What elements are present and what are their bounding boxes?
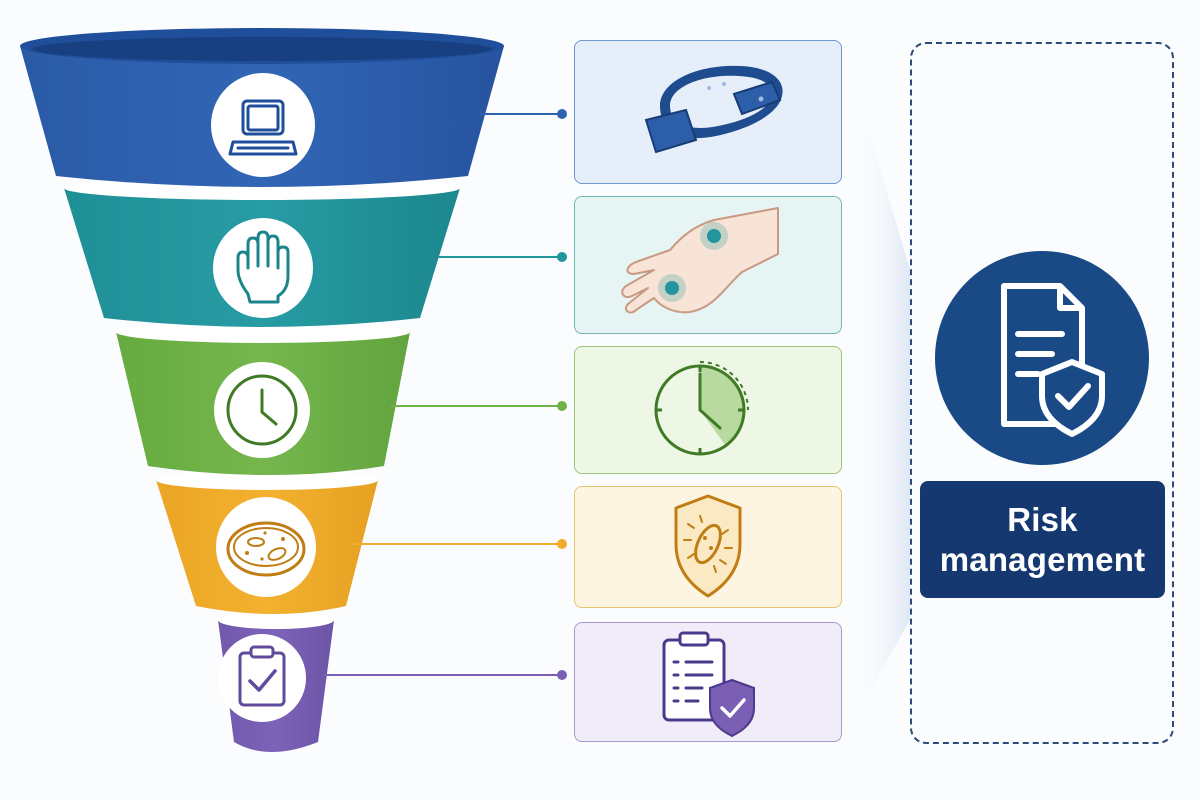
connector-3 [390,401,567,411]
detail-card-wearable [574,40,842,184]
beam-shape [848,60,910,730]
hand-icon [213,218,313,318]
detail-card-timing [574,346,842,474]
clock-progress-icon [654,361,749,456]
document-shield-icon [935,251,1149,465]
detail-card-infection-protection [574,486,842,608]
laptop-icon [211,73,315,177]
detail-card-wrist-sensor [574,196,842,334]
risk-management-label: Risk management [920,481,1165,598]
risk-management-panel [910,42,1174,744]
clock-icon [214,362,310,458]
connector-1 [480,109,567,119]
clipboard-check-icon [218,634,306,722]
connector-2 [438,252,567,262]
pathogen-shield-icon [674,494,742,598]
checklist-shield-icon [662,631,755,738]
connector-5 [322,670,567,680]
connector-4 [352,539,567,549]
wristband-device-icon [644,65,783,154]
detail-card-compliance-checklist [574,622,842,742]
petri-dish-icon [216,497,316,597]
wrist-sensor-points-icon [621,207,779,314]
